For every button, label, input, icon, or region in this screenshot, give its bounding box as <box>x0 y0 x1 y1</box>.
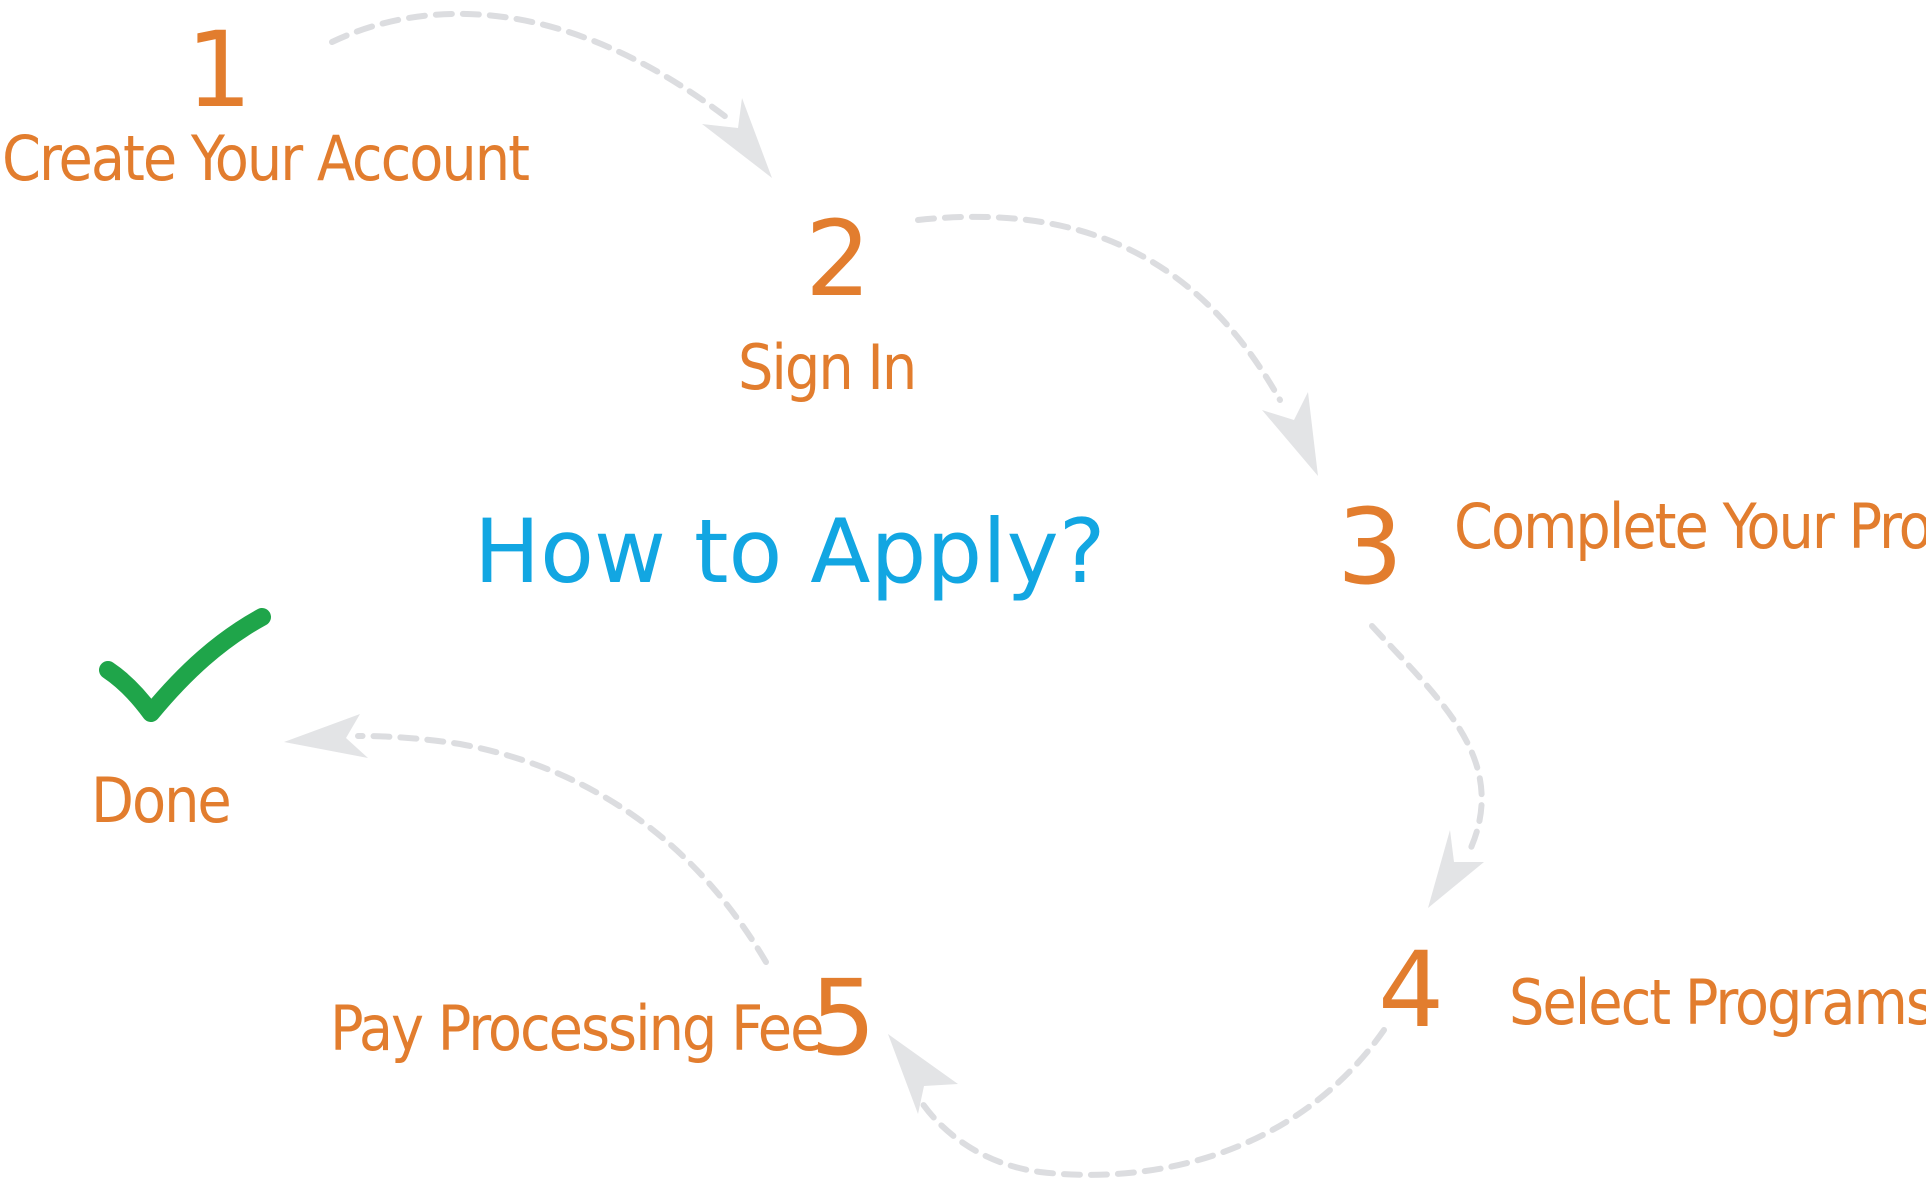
arrowhead-3-to-4 <box>1428 830 1484 908</box>
step-2-number: 2 <box>805 198 872 320</box>
connector-1-to-2 <box>329 10 772 178</box>
arrowhead-4-to-5 <box>888 1034 958 1114</box>
done-label: Done <box>91 764 232 837</box>
step-4-number: 4 <box>1378 929 1445 1051</box>
arrowhead-5-to-done <box>284 714 368 758</box>
step-1-label: Create Your Account <box>2 122 530 195</box>
connector-5-to-done <box>284 714 769 965</box>
step-3-label: Complete Your Profile <box>1454 490 1926 563</box>
page-title: How to Apply? <box>474 500 1106 603</box>
checkmark-icon <box>99 608 271 722</box>
step-2-label: Sign In <box>738 331 917 404</box>
step-3-number: 3 <box>1337 486 1404 608</box>
step-5-number: 5 <box>810 957 877 1079</box>
arrowhead-2-to-3 <box>1262 392 1318 476</box>
connector-2-to-3 <box>915 213 1318 476</box>
step-1-number: 1 <box>186 9 253 131</box>
connector-4-to-5 <box>888 1027 1387 1178</box>
connector-3-to-4 <box>1369 623 1485 908</box>
step-5-label: Pay Processing Fee <box>330 992 824 1065</box>
arrowhead-1-to-2 <box>702 98 772 178</box>
step-4-label: Select Programs <box>1509 966 1926 1039</box>
